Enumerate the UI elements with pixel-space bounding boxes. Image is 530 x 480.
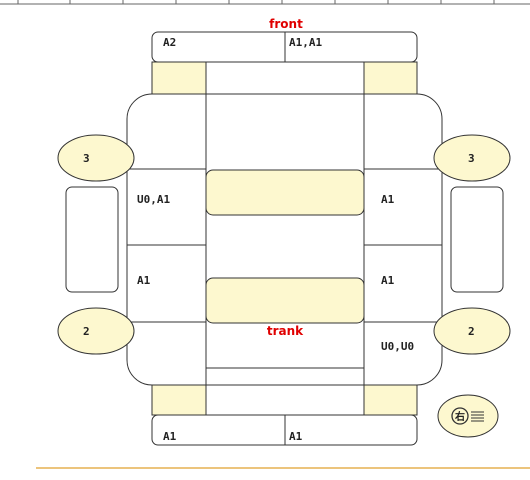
front-label: front — [269, 17, 303, 31]
left-side-panel — [65, 186, 119, 293]
bottom-left-label: A1 — [163, 430, 177, 443]
windshield — [205, 169, 365, 216]
steering-mark-text: 右 — [454, 410, 465, 423]
wheel-front-left — [57, 134, 135, 182]
wheel-front-right — [433, 134, 511, 182]
body-grid — [127, 62, 442, 415]
left-upper-label: U0,A1 — [137, 193, 170, 206]
right-rear-label: U0,U0 — [381, 340, 414, 353]
steering-mark-lines — [471, 411, 484, 422]
top-right-label: A1,A1 — [289, 36, 322, 49]
front-light-row — [151, 61, 418, 95]
wheel-front-left-num: 3 — [83, 152, 90, 165]
trank-label: trank — [267, 324, 304, 338]
wheel-front-right-num: 3 — [468, 152, 475, 165]
right-side-panel — [450, 186, 504, 293]
bottom-right-label: A1 — [289, 430, 303, 443]
steering-mark-ring — [451, 407, 469, 425]
rear-light-row — [151, 384, 418, 416]
wheel-rear-left-num: 2 — [83, 325, 90, 338]
top-left-label: A2 — [163, 36, 176, 49]
steering-mark: 右 — [437, 394, 499, 438]
left-lower-label: A1 — [137, 274, 151, 287]
rear-bumper — [151, 414, 418, 446]
rear-window — [205, 277, 365, 324]
front-bumper — [151, 31, 418, 63]
wheel-rear-right — [433, 307, 511, 355]
wheel-rear-right-num: 2 — [468, 325, 475, 338]
right-upper-label: A1 — [381, 193, 395, 206]
wheel-rear-left — [57, 307, 135, 355]
top-ruler — [0, 0, 530, 5]
right-lower-label: A1 — [381, 274, 395, 287]
